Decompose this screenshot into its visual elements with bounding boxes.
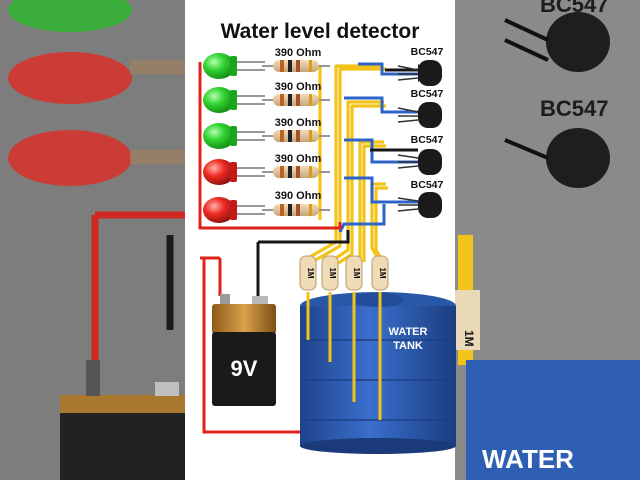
resistor-label-5: 390 Ohm xyxy=(275,190,322,202)
transistor-4 xyxy=(397,192,442,218)
resistor-label-2: 390 Ohm xyxy=(275,81,322,93)
probe-leads xyxy=(306,292,382,420)
water-tank xyxy=(300,292,456,454)
black-wires xyxy=(256,68,418,296)
transistor-2 xyxy=(397,102,442,128)
resistor-label-4: 390 Ohm xyxy=(275,153,322,165)
diagram-title: Water level detector xyxy=(221,20,420,43)
transistor-label-3: BC547 xyxy=(411,134,444,146)
probe-resistor-4: 1M xyxy=(371,255,389,291)
resistor-4 xyxy=(262,166,330,178)
resistor-label-3: 390 Ohm xyxy=(275,117,322,129)
background-right: BC547 BC547 1M WATER xyxy=(450,0,640,480)
transistor-label-4: BC547 xyxy=(411,179,444,191)
probe-label-1: 1M xyxy=(306,267,315,278)
resistor-3 xyxy=(262,130,330,142)
led-2 xyxy=(203,87,265,113)
transistor-label-1: BC547 xyxy=(411,46,444,58)
led-5 xyxy=(203,197,265,223)
resistor-1 xyxy=(262,60,330,72)
probe-resistor-2: 1M xyxy=(321,255,339,291)
transistor-label-2: BC547 xyxy=(411,88,444,100)
probe-resistor-3: 1M xyxy=(345,255,363,291)
resistor-2 xyxy=(262,94,330,106)
bg-tank-label: WATER xyxy=(482,444,574,474)
transistor-3 xyxy=(397,149,442,175)
bg-probe-label: 1M xyxy=(462,330,476,347)
transistor-1 xyxy=(397,60,442,86)
bg-transistor-label-2: BC547 xyxy=(540,96,608,121)
probe-label-3: 1M xyxy=(352,267,361,278)
battery-label: 9V xyxy=(231,356,258,381)
background-left xyxy=(0,0,185,480)
probe-resistor-1: 1M xyxy=(299,255,317,291)
led-4 xyxy=(203,159,265,185)
led-3 xyxy=(203,123,265,149)
tank-label-line2: TANK xyxy=(393,340,423,352)
bg-transistor-label-1: BC547 xyxy=(540,0,608,17)
probe-label-4: 1M xyxy=(378,267,387,278)
probe-label-2: 1M xyxy=(328,267,337,278)
resistor-label-1: 390 Ohm xyxy=(275,47,322,59)
battery-9v xyxy=(212,294,276,406)
led-1 xyxy=(203,53,265,79)
resistor-5 xyxy=(262,204,330,216)
tank-label-line1: WATER xyxy=(389,326,428,338)
